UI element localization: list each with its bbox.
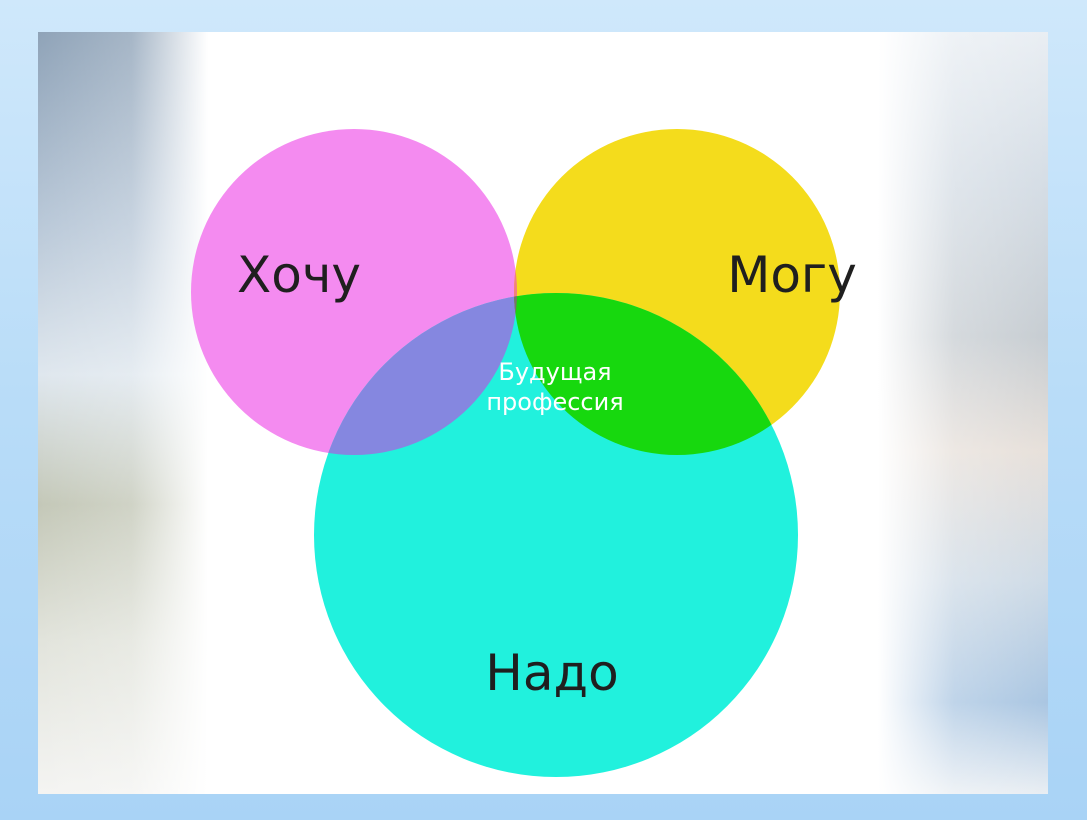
center-label-line1: Будущая	[498, 358, 611, 386]
need-label: Надо	[485, 644, 618, 702]
center-label-line2: профессия	[486, 388, 623, 416]
want-need-overlap	[314, 293, 517, 455]
right-decorative-photo	[878, 32, 1048, 794]
can-label: Могу	[727, 246, 857, 304]
slide-canvas: Хочу Могу Надо Будущая профессия	[38, 32, 1048, 794]
left-decorative-photo	[38, 32, 208, 794]
venn-diagram: Хочу Могу Надо Будущая профессия	[191, 129, 857, 777]
can-need-overlap	[514, 293, 798, 455]
want-label: Хочу	[237, 246, 361, 304]
